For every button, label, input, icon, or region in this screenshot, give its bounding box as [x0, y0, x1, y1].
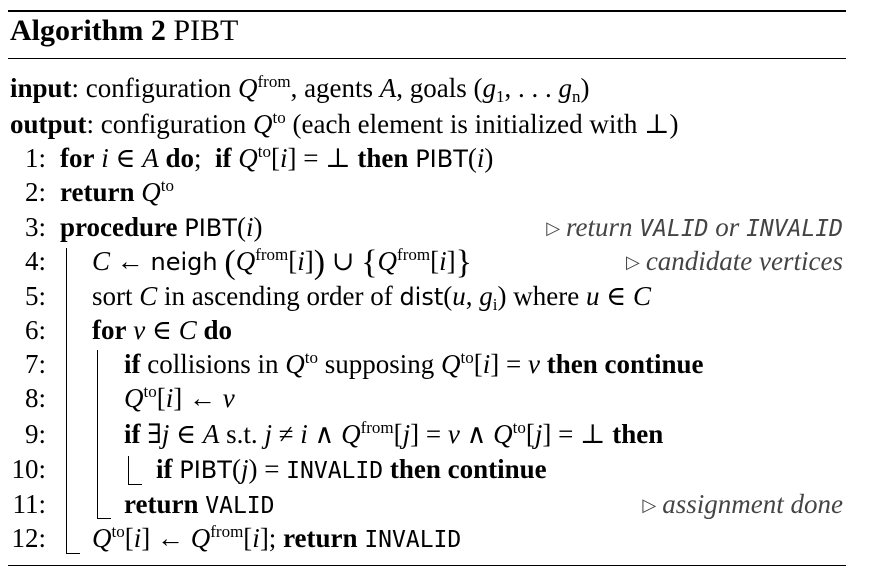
indent-guide-for-end — [97, 518, 111, 519]
line-number: 12: — [11, 523, 46, 553]
comment-line-4: ▷candidate vertices — [625, 246, 843, 276]
indent-guide-if — [128, 456, 129, 485]
line-number: 10: — [11, 454, 46, 484]
line-number: 6: — [24, 315, 46, 345]
code-line-9: if ∃j ∈ A s.t. j ≠ i ∧ Qfrom[j] = v ∧ Qt… — [124, 418, 664, 449]
code-line-5: sort C in ascending order of dist(u, gi)… — [92, 281, 651, 314]
line-number: 9: — [24, 419, 46, 449]
code-line-8: Qto[i] ← v — [124, 382, 235, 413]
indent-guide-procedure-end — [66, 553, 80, 554]
input-line: input: configuration Qfrom, agents A, go… — [10, 72, 590, 106]
code-line-1: for i ∈ A do; if Qto[i] = ⊥ then PIBT(i) — [60, 142, 494, 173]
code-line-6: for v ∈ C do — [92, 315, 233, 345]
indent-guide-procedure — [66, 248, 67, 554]
code-line-10: if PIBT(j) = INVALID then continue — [156, 454, 547, 484]
line-number: 1: — [24, 143, 46, 173]
indent-guide-if-end — [128, 484, 142, 485]
line-number: 8: — [24, 383, 46, 413]
top-rule — [8, 10, 846, 12]
code-line-4: C ← neigh (Qfrom[i]) ∪ {Qfrom[i]} — [92, 244, 472, 281]
algorithm-title: Algorithm 2 PIBT — [10, 14, 239, 47]
line-number: 5: — [24, 281, 46, 311]
line-number: 3: — [24, 212, 46, 242]
comment-line-11: ▷assignment done — [642, 489, 843, 519]
code-line-7: if collisions in Qto supposing Qto[i] = … — [124, 348, 704, 379]
code-line-2: return Qto — [60, 176, 174, 207]
title-rule — [8, 58, 846, 59]
code-line-3: procedure PIBT(i) — [60, 212, 263, 242]
bottom-rule — [8, 565, 846, 566]
comment-line-3: ▷return VALID or INVALID — [546, 212, 843, 242]
output-line: output: configuration Qto (each element … — [10, 108, 679, 139]
line-number: 7: — [24, 349, 46, 379]
line-number: 4: — [24, 246, 46, 276]
code-line-11: return VALID — [124, 489, 275, 519]
code-line-12: Qto[i] ← Qfrom[i]; return INVALID — [92, 522, 462, 553]
line-number: 11: — [12, 489, 47, 519]
indent-guide-for — [97, 350, 98, 519]
line-number: 2: — [24, 177, 46, 207]
